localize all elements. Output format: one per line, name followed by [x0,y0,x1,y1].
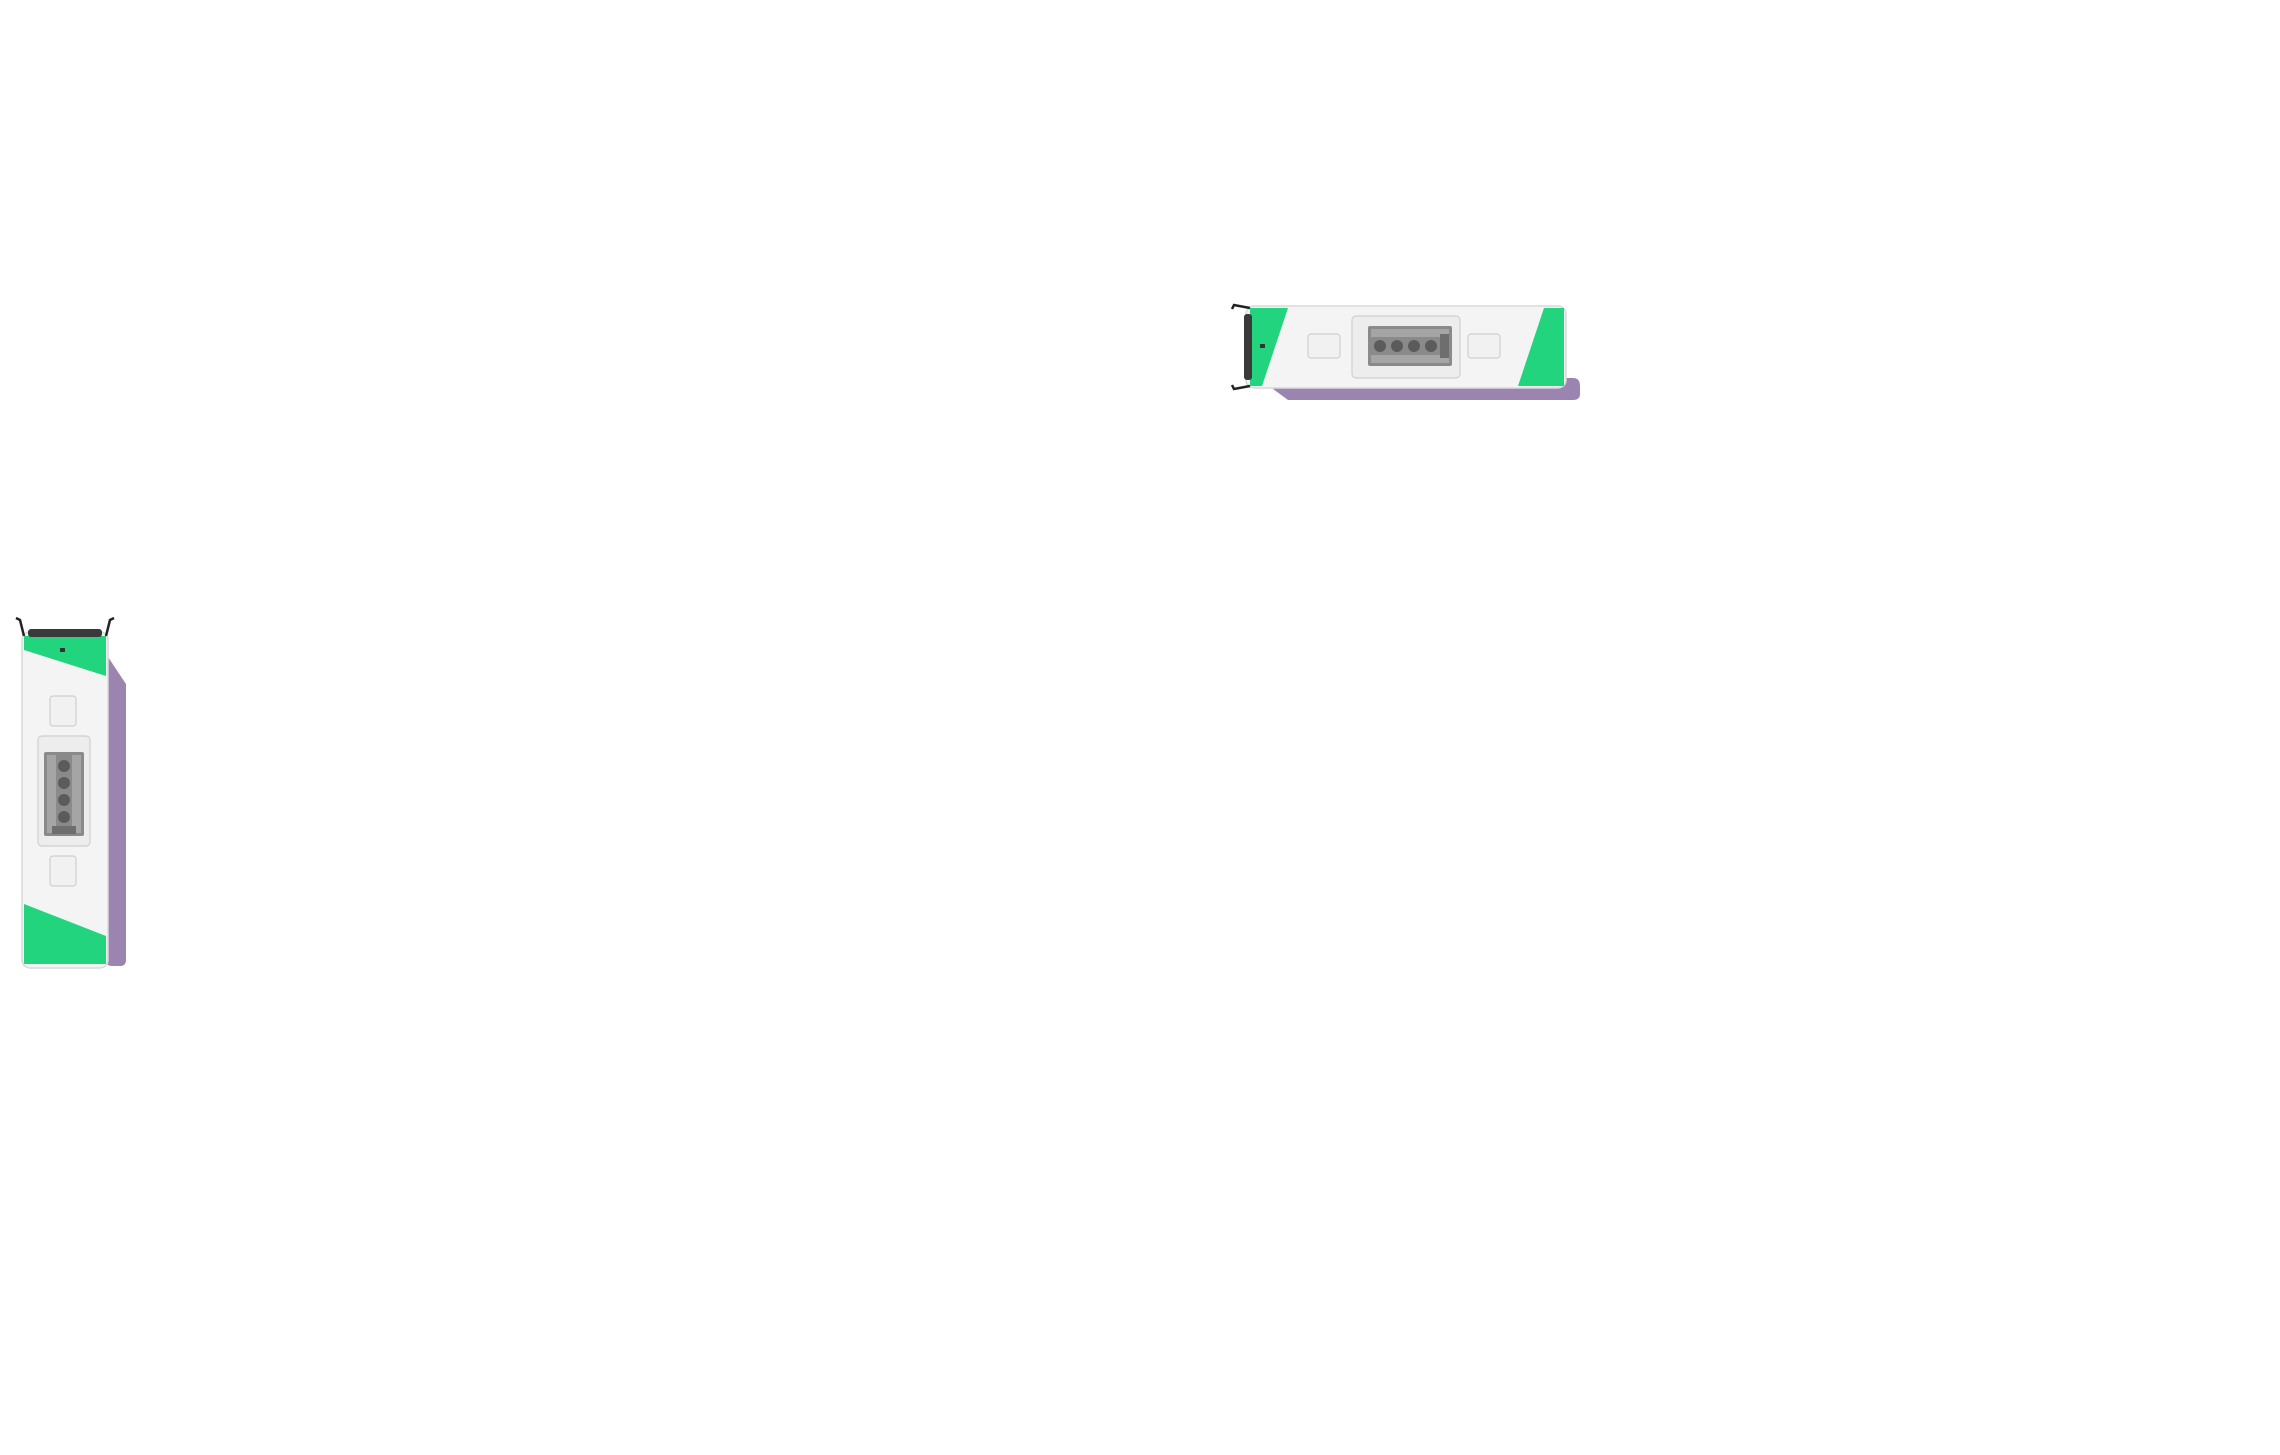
bus-roof-unit-panel [52,826,76,834]
bus-roof-unit-grille-right [72,755,81,833]
bus-roof-fan-1 [1374,340,1386,352]
bus-roof-fan-4 [1425,340,1437,352]
bus-mirror-left [15,616,26,637]
bus-roof-fan-2 [58,777,70,789]
bus-rear-accent [24,904,106,964]
bus-vertical-sprite[interactable] [8,614,133,974]
bus-horizontal-graphic [1230,303,1580,400]
bus-front-marker [1260,344,1265,348]
bus-mirror-top [1230,303,1251,310]
bus-roof-fan-4 [58,811,70,823]
bus-roof-unit-grille-bottom [1371,355,1449,363]
bus-roof-hatch-rear [49,855,77,887]
bus-vertical-graphic [15,616,126,969]
bus-roof-fan-3 [1408,340,1420,352]
bus-front-accent [1250,308,1288,386]
bus-front-bumper [1244,314,1252,380]
bus-roof-fan-3 [58,794,70,806]
bus-front-marker [60,648,65,652]
bus-shadow [106,654,126,966]
bus-rear-accent [1518,308,1564,386]
bus-roof-hatch-front [1307,333,1341,359]
bus-roof-fan-2 [1391,340,1403,352]
bus-roof-hatch-rear [1467,333,1501,359]
bus-horizontal-sprite[interactable] [1228,296,1588,416]
bus-mirror-right [104,616,115,637]
bus-roof-unit-grille-left [47,755,56,833]
bus-roof-unit-grille-top [1371,329,1449,337]
bus-roof-fan-1 [58,760,70,772]
bus-mirror-bottom [1230,384,1251,391]
bus-front-bumper [28,629,102,637]
bus-front-accent [24,636,106,676]
bus-roof-hatch-front [49,695,77,727]
bus-roof-unit-panel [1440,334,1449,358]
